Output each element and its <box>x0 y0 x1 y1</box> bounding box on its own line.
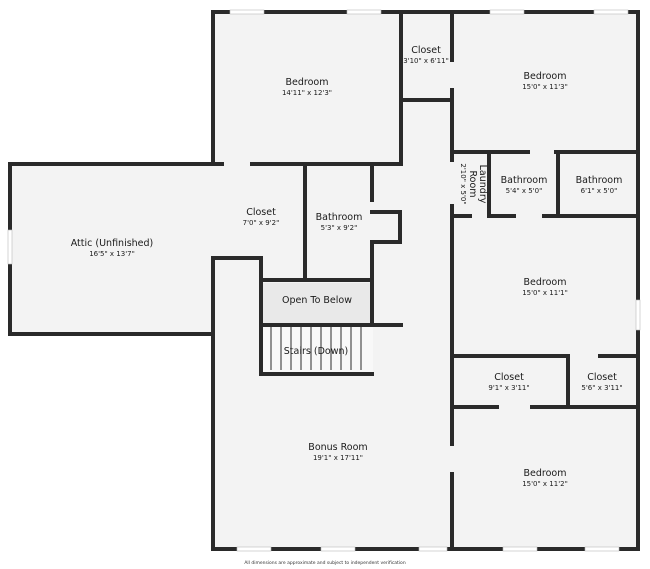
room-closet-w-dims: 7'0" x 9'2" <box>243 219 280 227</box>
room-laundry-dims: 2'10" x 5'0" <box>459 163 467 204</box>
room-closet-n-dims: 3'10" x 6'11" <box>403 57 449 65</box>
room-attic-dims: 16'5" x 13'7" <box>89 250 135 258</box>
room-bedroom-se-name: Bedroom <box>524 468 567 479</box>
footer-disclaimer: All dimensions are approximate and subje… <box>244 560 405 566</box>
open-to-below-area <box>261 283 373 325</box>
room-bonus-dims: 19'1" x 17'11" <box>313 454 363 462</box>
room-bathroom-e2-dims: 6'1" x 5'0" <box>581 187 618 195</box>
stairs-area <box>261 325 373 372</box>
room-bathroom-w-name: Bathroom <box>316 212 363 223</box>
room-bedroom-e-mid-name: Bedroom <box>524 277 567 288</box>
windows <box>7 9 641 552</box>
room-closet-w-name: Closet <box>246 207 276 218</box>
room-bathroom-e2-name: Bathroom <box>576 175 623 186</box>
room-bedroom-se-dims: 15'0" x 11'2" <box>522 480 568 488</box>
room-bathroom-e1-name: Bathroom <box>501 175 548 186</box>
room-laundry-label: Laundry Room 2'10" x 5'0" <box>459 163 488 204</box>
room-labels: Bedroom 14'11" x 12'3" Closet 3'10" x 6'… <box>71 45 623 488</box>
room-bathroom-w-dims: 5'3" x 9'2" <box>321 224 358 232</box>
room-bedroom-ne-name: Bedroom <box>524 71 567 82</box>
room-bedroom-e-mid-dims: 15'0" x 11'1" <box>522 289 568 297</box>
room-bathroom-e1-dims: 5'4" x 5'0" <box>506 187 543 195</box>
room-closet-se2-dims: 5'6" x 3'11" <box>581 384 622 392</box>
room-bedroom-ne-dims: 15'0" x 11'3" <box>522 83 568 91</box>
room-closet-se1-dims: 9'1" x 3'11" <box>488 384 529 392</box>
stair-treads <box>270 327 362 370</box>
room-stairs-name: Stairs (Down) <box>284 346 348 357</box>
room-bedroom-nw-dims: 14'11" x 12'3" <box>282 89 332 97</box>
room-closet-se1-name: Closet <box>494 372 524 383</box>
room-open-below-name: Open To Below <box>282 295 352 306</box>
room-attic-name: Attic (Unfinished) <box>71 238 154 249</box>
room-laundry-name-line2: Room <box>467 170 478 197</box>
room-closet-se2-name: Closet <box>587 372 617 383</box>
room-closet-n-name: Closet <box>411 45 441 56</box>
room-bedroom-nw-name: Bedroom <box>286 77 329 88</box>
room-laundry-name-line1: Laundry <box>477 165 488 204</box>
room-bonus-name: Bonus Room <box>308 442 367 453</box>
